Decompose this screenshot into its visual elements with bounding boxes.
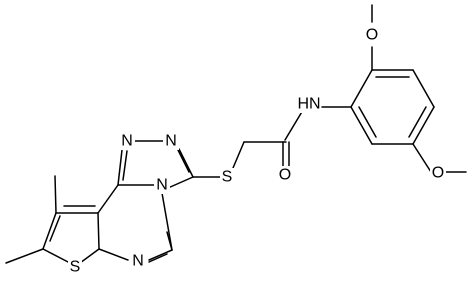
bond-lines: [5, 4, 467, 264]
bond: [97, 184, 119, 214]
bond: [98, 248, 129, 261]
bond: [42, 248, 71, 264]
bond: [5, 248, 44, 264]
bond: [412, 69, 435, 108]
atom-s-thioether: S: [220, 168, 234, 186]
atom-n-triazole-1: N: [163, 132, 179, 150]
atom-n-pyrimidine: N: [130, 252, 146, 270]
bond: [122, 150, 128, 181]
bond: [412, 106, 435, 145]
atom-label: N: [121, 133, 133, 150]
atom-label: N: [165, 133, 177, 150]
atom-o-methoxy-top: O: [364, 26, 380, 44]
bond: [284, 109, 304, 141]
bond: [166, 231, 173, 251]
bond: [42, 212, 57, 250]
atom-o-methoxy-right: O: [430, 164, 446, 182]
atom-label: S: [222, 169, 233, 186]
atom-label: N: [156, 177, 168, 194]
bond: [358, 106, 377, 138]
atom-label: HN: [297, 96, 320, 113]
atom-labels: O HN O O S N N N: [68, 26, 446, 276]
bond: [97, 212, 100, 250]
atom-label: S: [70, 259, 81, 276]
bond: [350, 106, 373, 145]
atom-s-thiophene: S: [68, 258, 82, 276]
bond: [232, 141, 245, 169]
bond: [148, 249, 173, 261]
bond: [117, 149, 123, 186]
atom-o-carbonyl: O: [277, 166, 293, 184]
bond: [79, 248, 100, 264]
bond: [148, 253, 168, 263]
atom-label: N: [132, 253, 144, 270]
atom-label: O: [432, 165, 444, 182]
bond: [167, 176, 194, 189]
bond: [350, 69, 373, 108]
bond: [54, 175, 57, 214]
bond: [177, 149, 190, 173]
bond: [412, 143, 432, 173]
bond: [49, 215, 61, 242]
atom-n-triazole-2: N: [119, 132, 135, 150]
atom-label: O: [366, 27, 378, 44]
atom-n-triazole-fused: N: [154, 176, 170, 194]
bond: [408, 106, 427, 138]
bond: [178, 148, 194, 178]
atom-nh-amide: HN: [297, 95, 321, 113]
bond: [161, 192, 173, 251]
atom-label: O: [279, 167, 291, 184]
